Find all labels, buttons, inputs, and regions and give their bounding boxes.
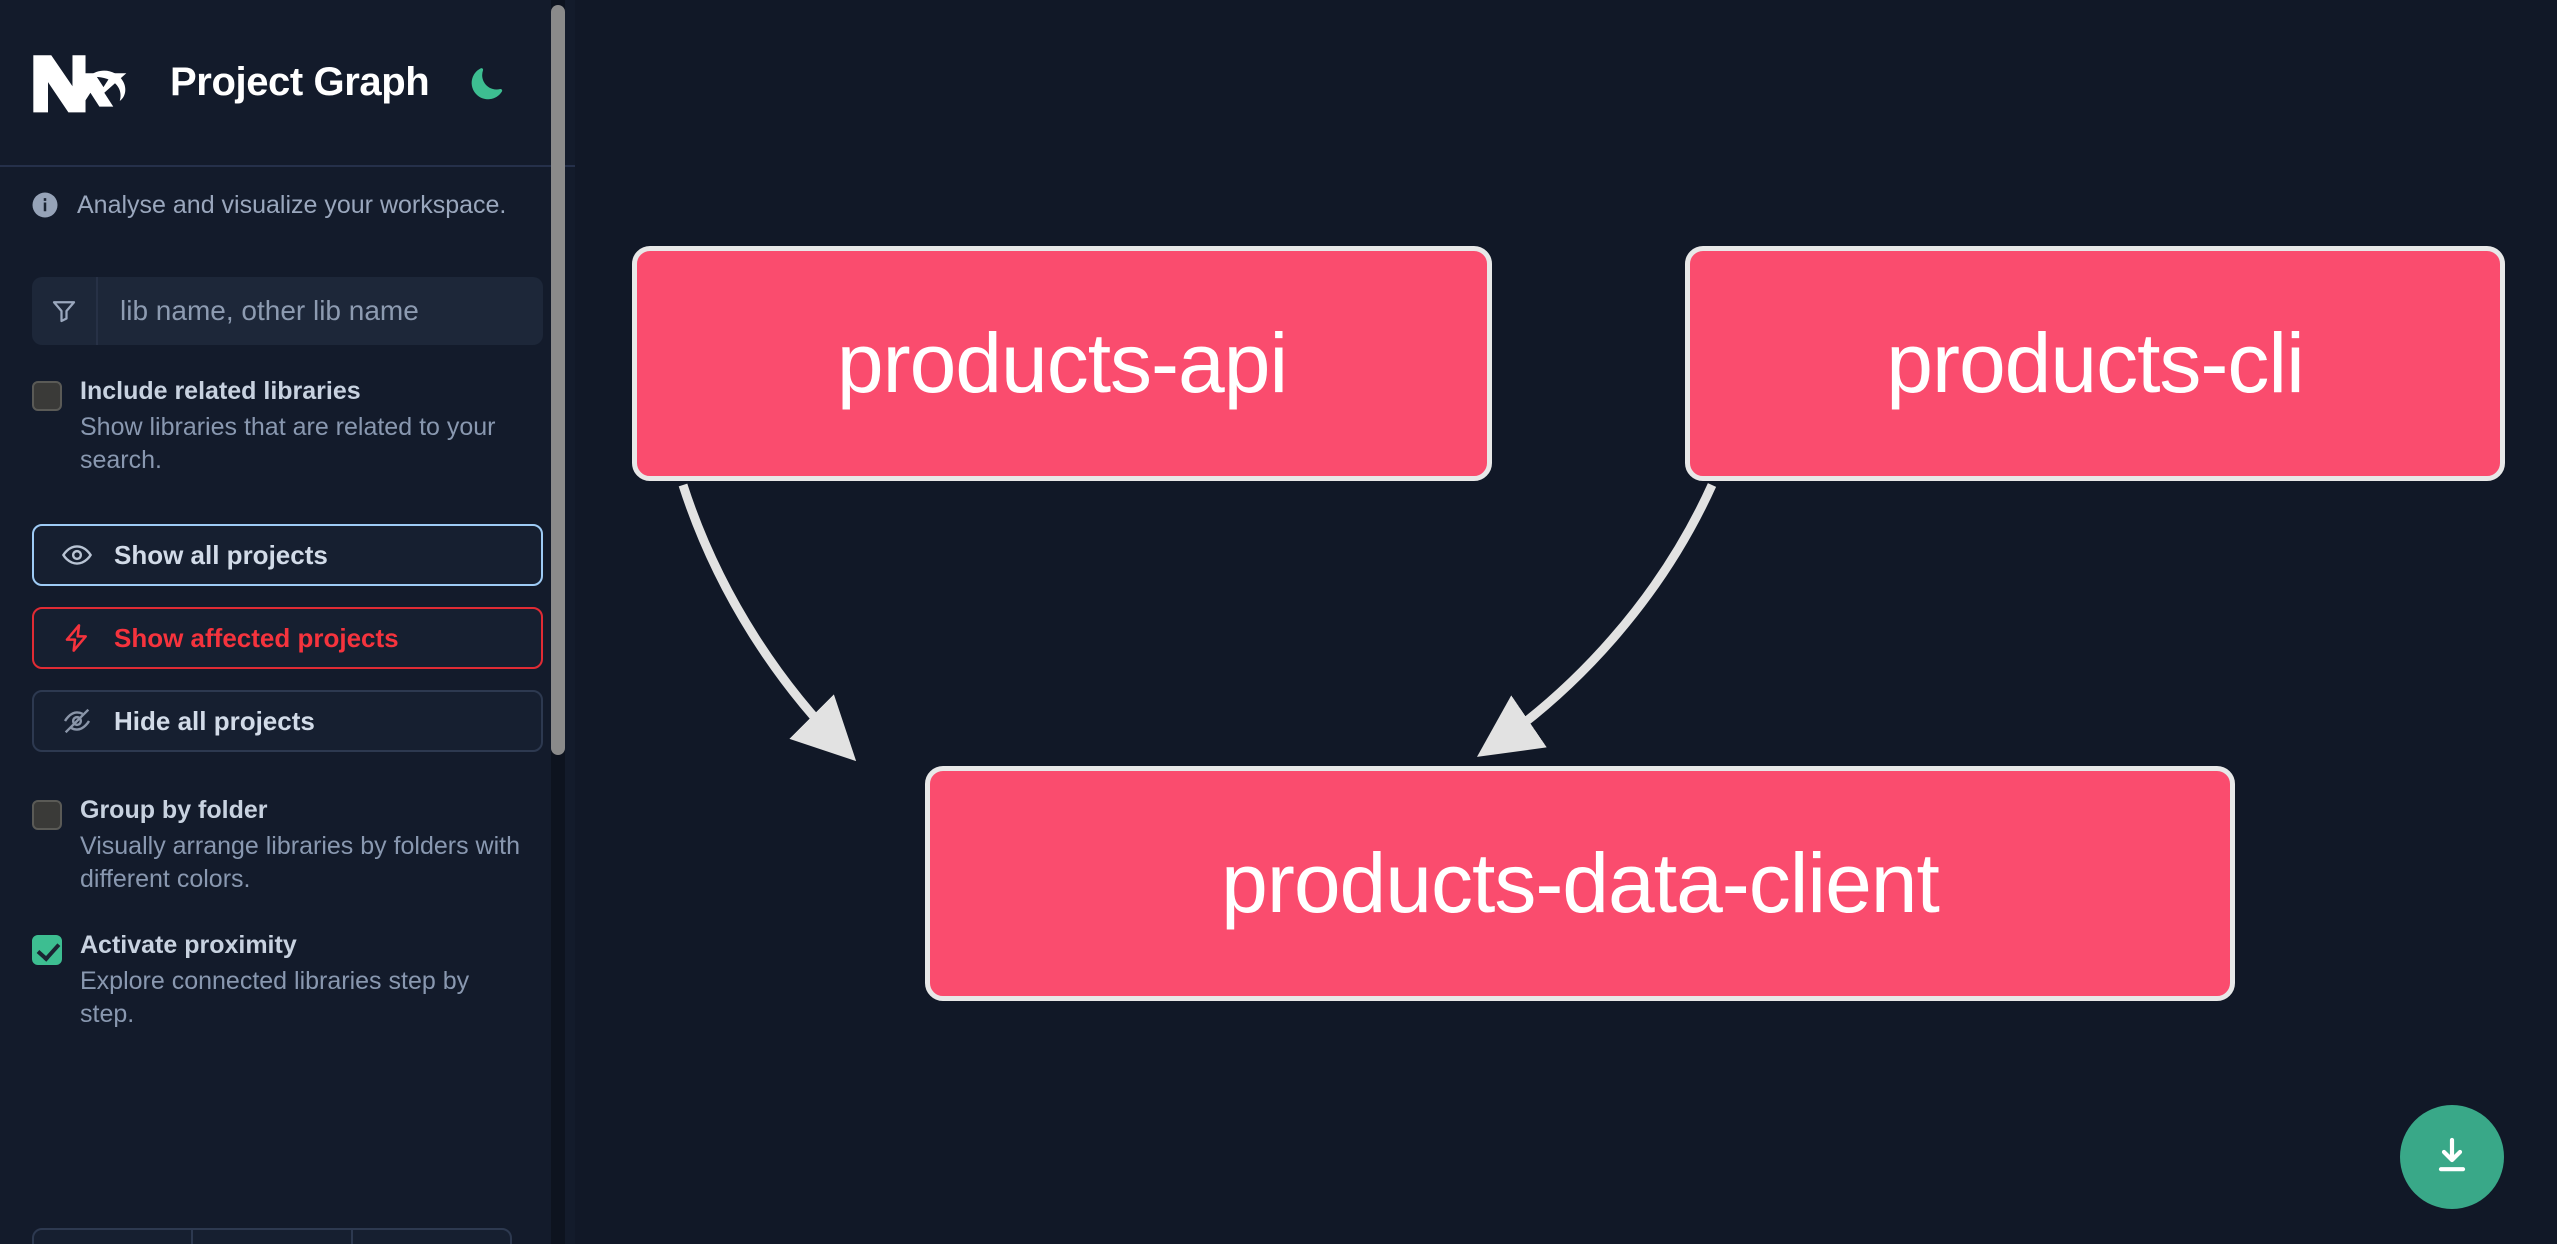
show-affected-projects-button[interactable]: Show affected projects [32, 607, 543, 669]
download-image-button[interactable] [2400, 1105, 2504, 1209]
proximity-segmented-control[interactable] [32, 1228, 512, 1244]
button-label: Hide all projects [114, 705, 315, 736]
group-by-folder-checkbox[interactable] [32, 800, 62, 830]
checkbox-row-include-related-libraries[interactable]: Include related libraries Show libraries… [0, 375, 575, 478]
segment-option-2[interactable] [193, 1230, 353, 1244]
tagline-text: Analyse and visualize your workspace. [77, 190, 507, 219]
tagline: Analyse and visualize your workspace. [0, 167, 575, 243]
eye-off-icon [60, 704, 94, 738]
sidebar-scroll-area: Project Graph Analyse and visualize yo [0, 0, 575, 1244]
checkbox-row-activate-proximity[interactable]: Activate proximity Explore connected lib… [0, 929, 575, 1032]
group-by-folder-text: Group by folder Visually arrange librari… [80, 794, 543, 897]
lightning-bolt-icon [60, 621, 94, 655]
search-input[interactable] [98, 277, 543, 345]
edge-products-cli-to-products-data-client[interactable] [1476, 483, 1717, 757]
activate-proximity-checkbox[interactable] [32, 935, 62, 965]
edge-products-api-to-products-data-client[interactable] [678, 483, 857, 762]
sidebar-header: Project Graph [0, 0, 575, 167]
segment-option-1[interactable] [34, 1230, 194, 1244]
checkbox-label: Group by folder [80, 796, 268, 824]
graph-edges-layer [678, 483, 1717, 762]
checkbox-description: Explore connected libraries step by step… [80, 966, 470, 1029]
sidebar: Project Graph Analyse and visualize yo [0, 0, 575, 1244]
include-related-libraries-checkbox[interactable] [32, 381, 62, 411]
node-label: products-api [836, 316, 1288, 410]
graph-node-products-cli[interactable]: products-cli [1685, 246, 2505, 481]
segment-option-3[interactable] [353, 1230, 510, 1244]
project-visibility-buttons: Show all projects Show affected projects [32, 524, 543, 752]
sidebar-scrollbar-thumb[interactable] [551, 5, 565, 755]
hide-all-projects-button[interactable]: Hide all projects [32, 690, 543, 752]
page-title: Project Graph [170, 60, 430, 104]
show-all-projects-button[interactable]: Show all projects [32, 524, 543, 586]
search-field[interactable] [32, 277, 543, 345]
graph-node-products-data-client[interactable]: products-data-client [925, 766, 2235, 1001]
node-label: products-cli [1886, 316, 2304, 410]
node-label: products-data-client [1221, 836, 1940, 930]
checkbox-description: Show libraries that are related to your … [80, 412, 496, 475]
eye-icon [60, 538, 94, 572]
activate-proximity-text: Activate proximity Explore connected lib… [80, 929, 543, 1032]
sidebar-scrollbar-track[interactable] [551, 0, 565, 1244]
nx-logo-icon [30, 52, 128, 114]
checkbox-label: Activate proximity [80, 931, 297, 959]
button-label: Show all projects [114, 539, 328, 570]
filter-funnel-icon [32, 277, 98, 345]
graph-node-products-api[interactable]: products-api [632, 246, 1492, 481]
checkbox-label: Include related libraries [80, 377, 361, 405]
checkbox-description: Visually arrange libraries by folders wi… [80, 831, 521, 894]
moon-icon[interactable] [463, 60, 509, 106]
include-related-libraries-text: Include related libraries Show libraries… [80, 375, 543, 478]
graph-canvas[interactable]: products-api products-cli products-data-… [575, 0, 2557, 1244]
checkbox-row-group-by-folder[interactable]: Group by folder Visually arrange librari… [0, 794, 575, 897]
info-icon [30, 190, 60, 220]
download-icon [2428, 1132, 2476, 1183]
button-label: Show affected projects [114, 622, 399, 653]
